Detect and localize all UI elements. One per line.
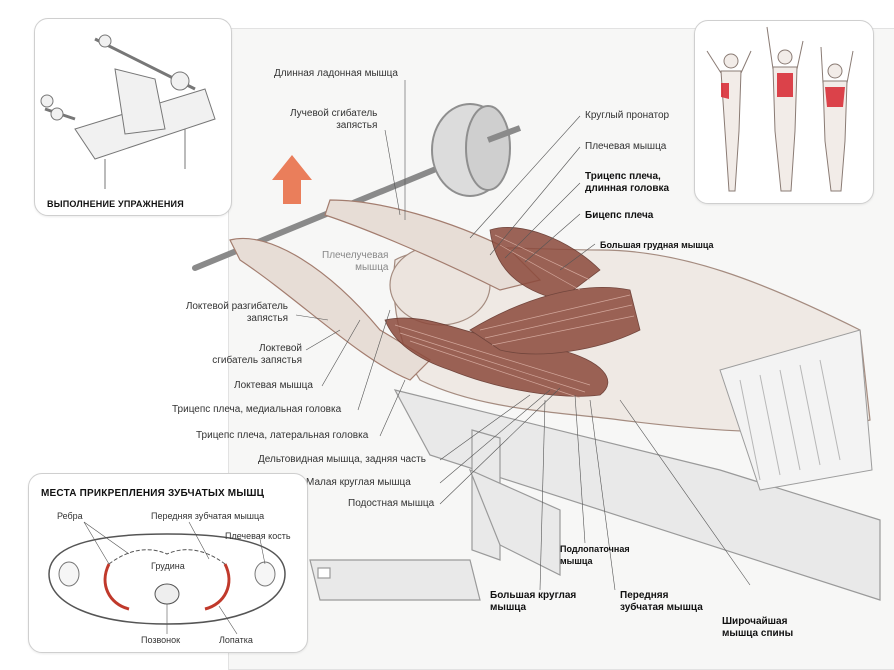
label-deltoid-posterior: Дельтовидная мышца, задняя часть	[258, 454, 426, 465]
label-biceps: Бицепс плеча	[585, 210, 654, 221]
direction-arrow	[272, 155, 312, 204]
label-ribs: Ребра	[57, 511, 83, 521]
label-spine: Позвонок	[141, 635, 181, 645]
label-pectoralis-major: Большая грудная мышца	[600, 240, 714, 250]
label-triceps-medial: Трицепс плеча, медиальная головка	[172, 404, 342, 415]
label-infraspinatus: Подостная мышца	[348, 498, 435, 509]
label-brachialis: Плечевая мышца	[585, 141, 667, 152]
ribcage-cross-section	[48, 521, 286, 635]
muscle-figures	[706, 26, 854, 192]
serratus-inset: МЕСТА ПРИКРЕПЛЕНИЯ ЗУБЧАТЫХ МЫШЦ Ребра П…	[28, 473, 308, 653]
label-sternum: Грудина	[151, 561, 185, 571]
label-teres-minor: Малая круглая мышца	[306, 477, 411, 488]
label-pronator-teres: Круглый пронатор	[585, 110, 670, 121]
label-palmaris-longus: Длинная ладонная мышца	[274, 68, 398, 79]
exercise-title: ВЫПОЛНЕНИЕ УПРАЖНЕНИЯ	[47, 199, 184, 209]
muscle-striations	[394, 234, 635, 399]
serratus-title: МЕСТА ПРИКРЕПЛЕНИЯ ЗУБЧАТЫХ МЫШЦ	[41, 488, 265, 499]
arms	[229, 199, 542, 381]
label-triceps-long: Трицепс плеча,длинная головка	[585, 171, 670, 194]
label-humerus: Плечевая кость	[225, 531, 291, 541]
leader-lines	[295, 80, 751, 591]
figures-inset	[694, 20, 874, 204]
exercise-inset: ВЫПОЛНЕНИЕ УПРАЖНЕНИЯ	[34, 18, 232, 216]
label-scapula: Лопатка	[219, 635, 253, 645]
label-triceps-lateral: Трицепс плеча, латеральная головка	[196, 430, 369, 441]
exercise-figure	[40, 34, 216, 189]
pants	[719, 329, 873, 491]
label-anconeus: Локтевая мышца	[234, 380, 313, 391]
label-serratus-anterior-inset: Передняя зубчатая мышца	[151, 511, 265, 521]
bench	[309, 389, 881, 601]
